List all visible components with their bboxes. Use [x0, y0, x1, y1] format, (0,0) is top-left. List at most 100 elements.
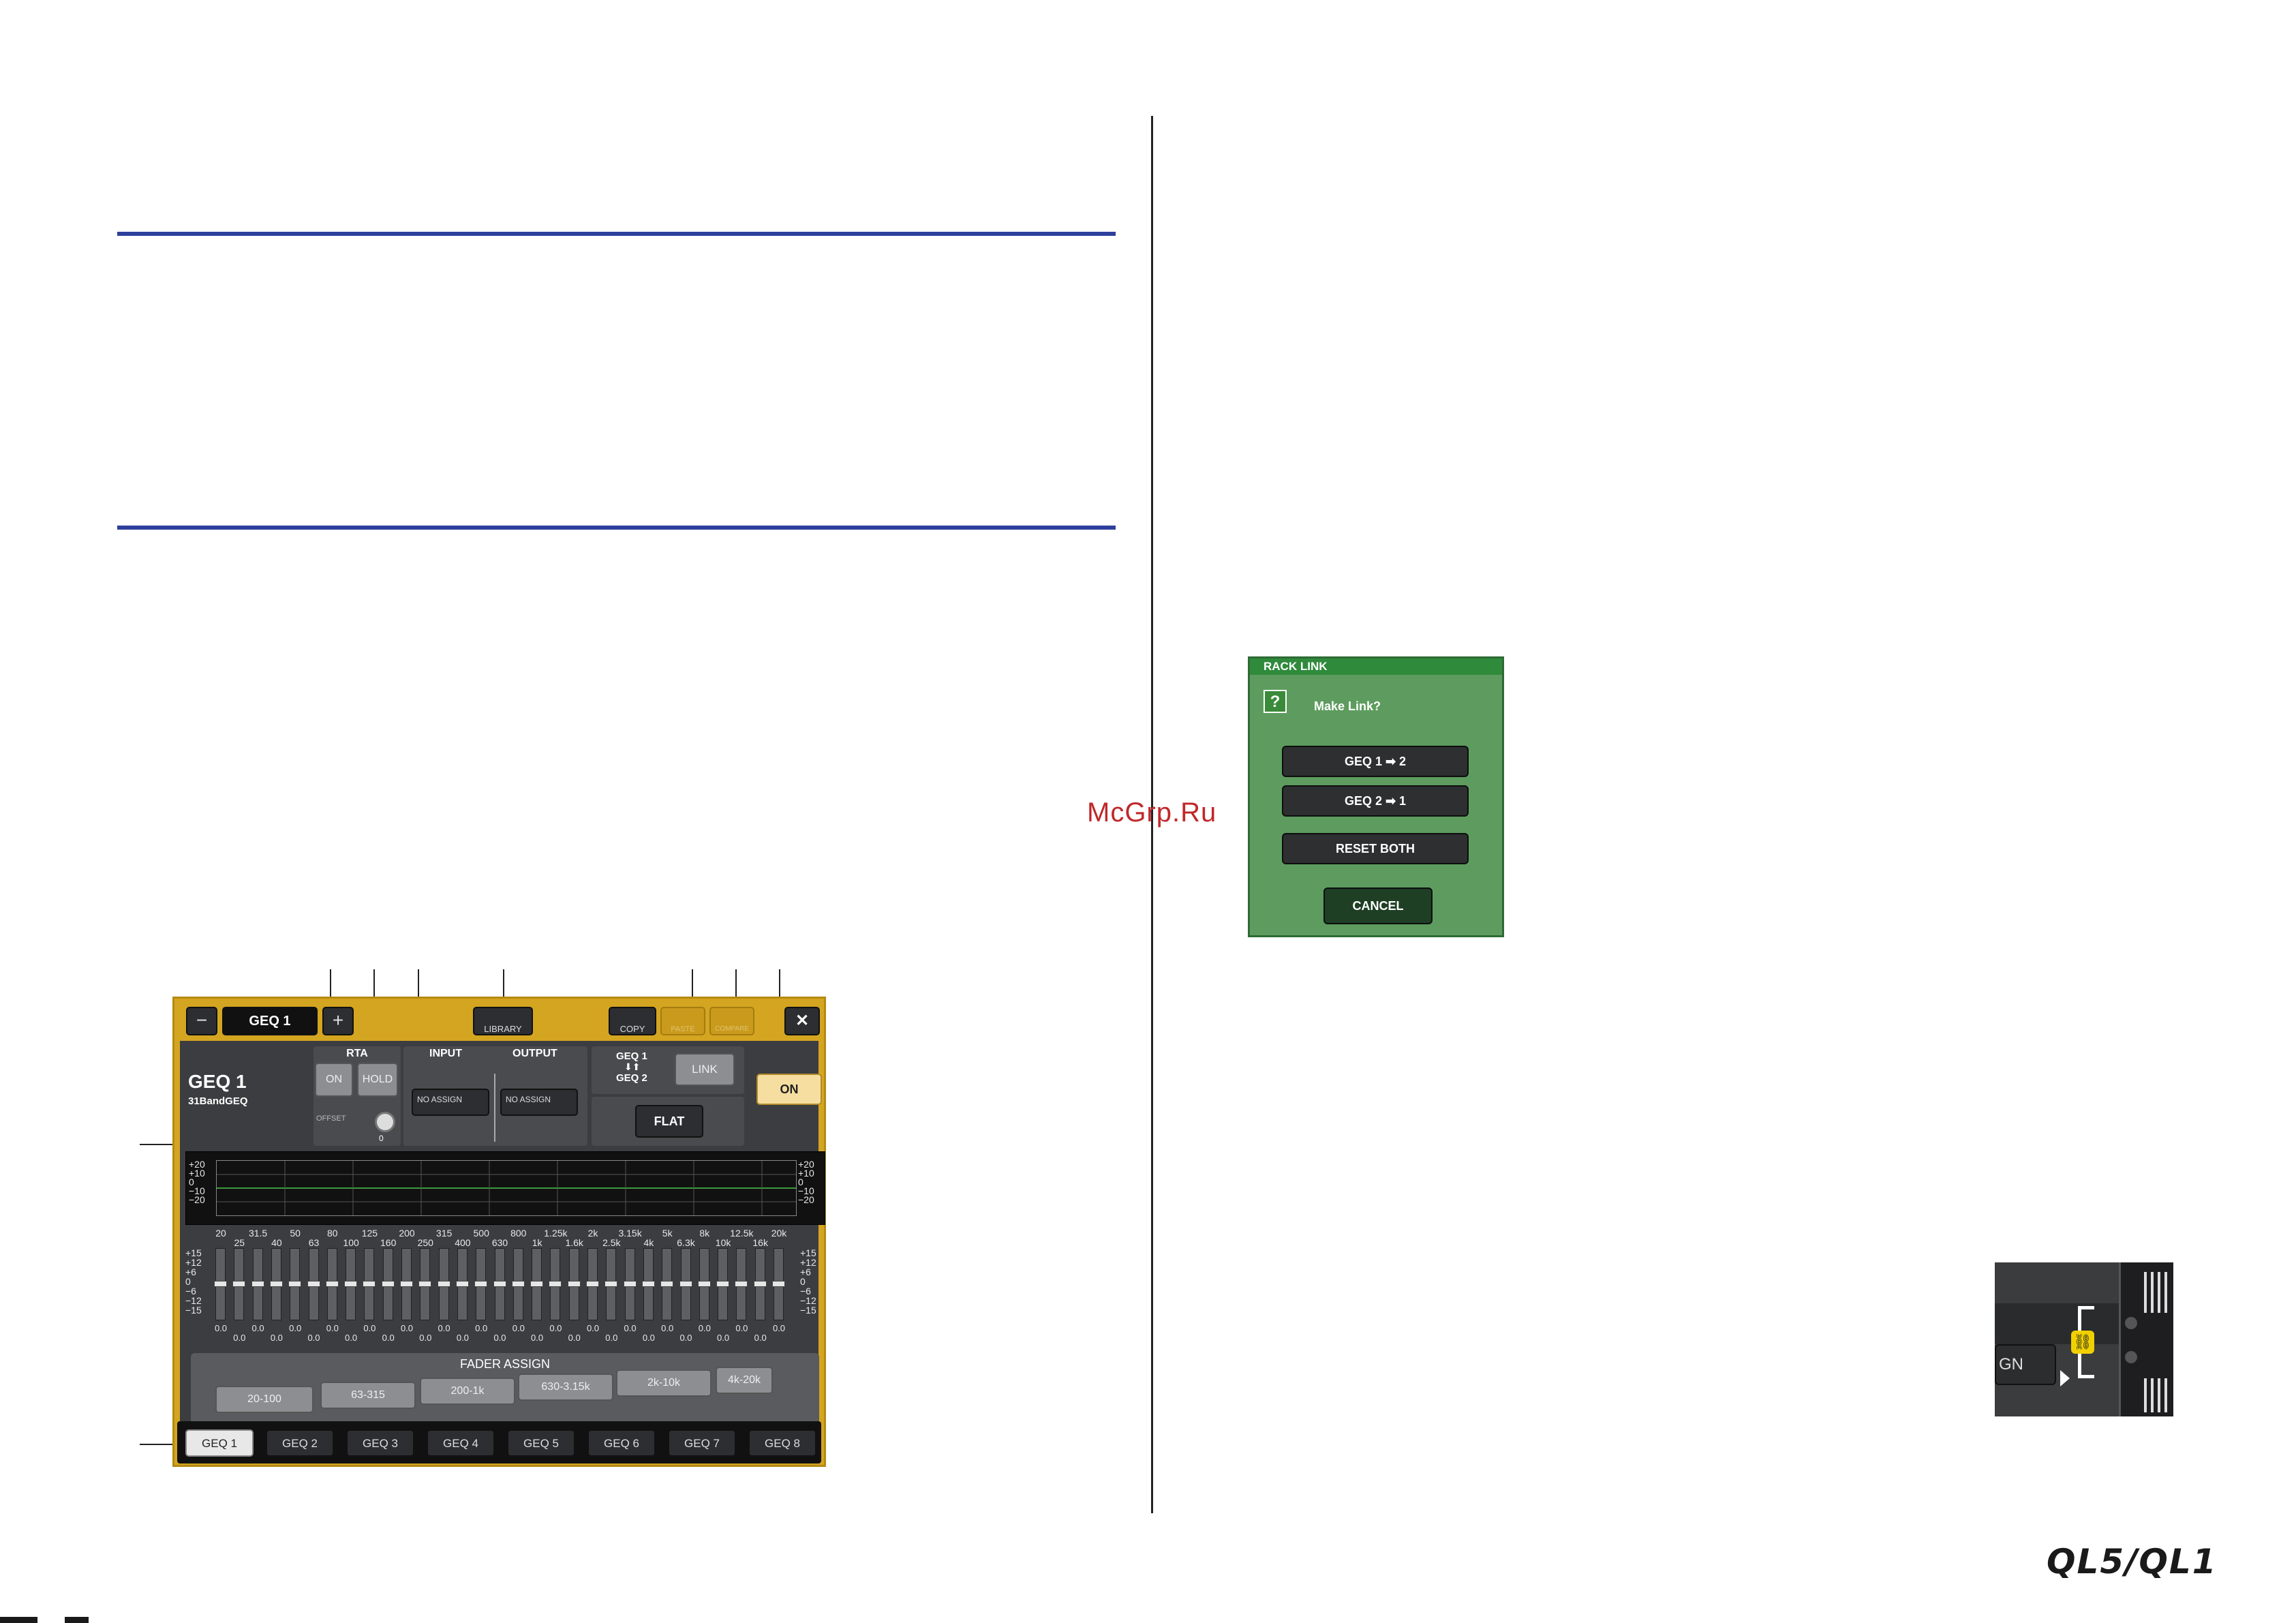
band-fader[interactable]	[511, 1248, 525, 1320]
band-fader-knob[interactable]	[511, 1281, 525, 1287]
fader-assign-4k-20k[interactable]: 4k-20k	[716, 1367, 773, 1394]
tab-geq-6[interactable]: GEQ 6	[587, 1429, 656, 1457]
band-fader-knob[interactable]	[363, 1281, 376, 1287]
prev-rack-button[interactable]: −	[186, 1007, 217, 1035]
band-fader[interactable]	[697, 1248, 711, 1320]
next-rack-button[interactable]: +	[322, 1007, 354, 1035]
band-fader[interactable]	[474, 1248, 488, 1320]
band-fader-knob[interactable]	[586, 1281, 599, 1287]
close-button[interactable]: ✕	[784, 1007, 820, 1035]
geq-on-button[interactable]: ON	[756, 1074, 822, 1105]
tab-geq-5[interactable]: GEQ 5	[507, 1429, 575, 1457]
band-fader-knob[interactable]	[474, 1281, 488, 1287]
band-fader[interactable]	[641, 1248, 655, 1320]
band-fader-knob[interactable]	[735, 1281, 748, 1287]
band-faders: +15 +12 +6 0 −6 −12 −15 +15 +12 +6 0 −6 …	[185, 1228, 824, 1344]
band-fader[interactable]	[493, 1248, 506, 1320]
band-fader[interactable]	[735, 1248, 748, 1320]
flat-button[interactable]: FLAT	[635, 1105, 703, 1138]
band-fader-knob[interactable]	[679, 1281, 692, 1287]
input-assign-button[interactable]: NO ASSIGN	[412, 1089, 489, 1116]
band-fader-knob[interactable]	[530, 1281, 544, 1287]
link-2-to-1-button[interactable]: GEQ 2 ➡ 1	[1282, 785, 1469, 817]
band-frequency-label: 40	[271, 1237, 282, 1248]
fader-assign-2k-10k[interactable]: 2k-10k	[616, 1369, 711, 1397]
tab-geq-8[interactable]: GEQ 8	[748, 1429, 816, 1457]
band-fader-knob[interactable]	[660, 1281, 674, 1287]
band-fader-knob[interactable]	[716, 1281, 730, 1287]
band-fader-knob[interactable]	[697, 1281, 711, 1287]
band-fader-knob[interactable]	[325, 1281, 339, 1287]
band-fader[interactable]	[660, 1248, 674, 1320]
output-assign-button[interactable]: NO ASSIGN	[500, 1089, 578, 1116]
tab-geq-2[interactable]: GEQ 2	[266, 1429, 334, 1457]
band-fader-knob[interactable]	[549, 1281, 562, 1287]
band-fader-knob[interactable]	[623, 1281, 637, 1287]
paste-button[interactable]: PASTE	[660, 1007, 705, 1035]
fader-assign-200-1k[interactable]: 200-1k	[420, 1378, 515, 1405]
band-fader[interactable]	[530, 1248, 544, 1320]
tab-geq-1[interactable]: GEQ 1	[185, 1429, 254, 1457]
band-fader[interactable]	[772, 1248, 785, 1320]
band-fader[interactable]	[400, 1248, 413, 1320]
band-value-label: 0.0	[717, 1333, 730, 1343]
band-fader[interactable]	[567, 1248, 581, 1320]
fader-assign-63-315[interactable]: 63-315	[320, 1382, 416, 1409]
band-fader[interactable]	[251, 1248, 264, 1320]
band-frequency-label: 2k	[587, 1228, 598, 1239]
band-fader-knob[interactable]	[418, 1281, 432, 1287]
band-fader[interactable]	[214, 1248, 227, 1320]
link-1-to-2-button[interactable]: GEQ 1 ➡ 2	[1282, 746, 1469, 777]
band-fader[interactable]	[269, 1248, 283, 1320]
band-fader-knob[interactable]	[604, 1281, 618, 1287]
band-fader-knob[interactable]	[567, 1281, 581, 1287]
band-fader-knob[interactable]	[437, 1281, 450, 1287]
band-frequency-label: 1k	[532, 1237, 542, 1248]
band-fader[interactable]	[716, 1248, 730, 1320]
fader-assign-20-100[interactable]: 20-100	[215, 1386, 313, 1413]
band-fader[interactable]	[437, 1248, 450, 1320]
band-fader-knob[interactable]	[232, 1281, 246, 1287]
band-fader[interactable]	[679, 1248, 692, 1320]
link-button[interactable]: LINK	[675, 1053, 735, 1086]
band-fader[interactable]	[455, 1248, 469, 1320]
rta-on-button[interactable]: ON	[315, 1063, 353, 1097]
compare-button[interactable]: COMPARE	[709, 1007, 754, 1035]
band-fader-knob[interactable]	[455, 1281, 469, 1287]
band-fader[interactable]	[586, 1248, 599, 1320]
band-fader[interactable]	[288, 1248, 302, 1320]
band-fader-knob[interactable]	[214, 1281, 227, 1287]
rta-hold-button[interactable]: HOLD	[357, 1063, 398, 1097]
reset-both-button[interactable]: RESET BOTH	[1282, 833, 1469, 864]
band-fader[interactable]	[344, 1248, 358, 1320]
band-fader[interactable]	[307, 1248, 320, 1320]
band-fader-knob[interactable]	[269, 1281, 283, 1287]
library-button[interactable]: LIBRARY	[473, 1007, 533, 1035]
offset-knob[interactable]	[375, 1112, 395, 1132]
band-fader-knob[interactable]	[493, 1281, 506, 1287]
cancel-button[interactable]: CANCEL	[1323, 888, 1433, 924]
band-fader-knob[interactable]	[381, 1281, 395, 1287]
band-fader[interactable]	[232, 1248, 246, 1320]
tab-geq-3[interactable]: GEQ 3	[346, 1429, 414, 1457]
band-fader[interactable]	[418, 1248, 432, 1320]
band-fader-knob[interactable]	[344, 1281, 358, 1287]
band-fader-knob[interactable]	[251, 1281, 264, 1287]
tab-geq-7[interactable]: GEQ 7	[668, 1429, 736, 1457]
band-fader-knob[interactable]	[772, 1281, 785, 1287]
band-fader-knob[interactable]	[307, 1281, 320, 1287]
band-fader[interactable]	[604, 1248, 618, 1320]
band-fader-knob[interactable]	[641, 1281, 655, 1287]
band-fader[interactable]	[623, 1248, 637, 1320]
band-fader-knob[interactable]	[400, 1281, 413, 1287]
tab-geq-4[interactable]: GEQ 4	[427, 1429, 495, 1457]
copy-button[interactable]: COPY	[609, 1007, 656, 1035]
band-fader[interactable]	[753, 1248, 767, 1320]
band-fader-knob[interactable]	[288, 1281, 302, 1287]
band-fader[interactable]	[381, 1248, 395, 1320]
band-fader-knob[interactable]	[753, 1281, 767, 1287]
band-fader[interactable]	[549, 1248, 562, 1320]
band-fader[interactable]	[325, 1248, 339, 1320]
fader-assign-630-3k15[interactable]: 630-3.15k	[518, 1374, 613, 1401]
band-fader[interactable]	[363, 1248, 376, 1320]
